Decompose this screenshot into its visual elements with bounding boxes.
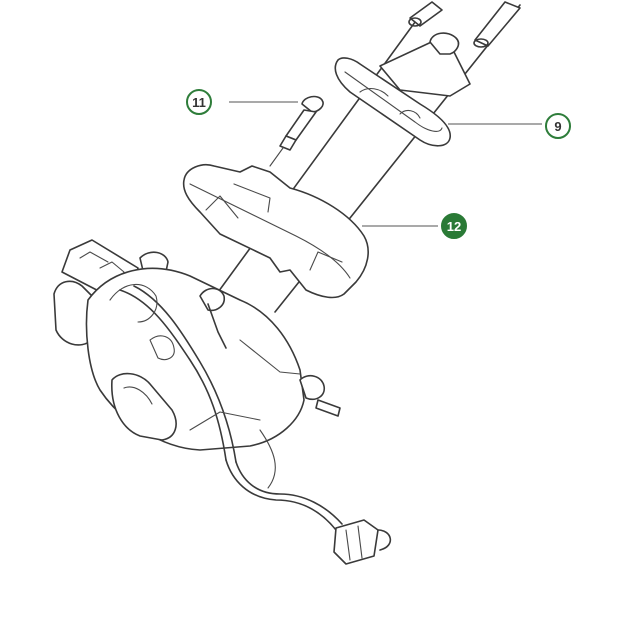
callout-9[interactable]: 9: [545, 113, 571, 139]
top-rod-left: [408, 1, 443, 27]
part-11-bolt: [269, 95, 324, 167]
callout-9-label: 9: [554, 118, 562, 134]
part-12-shroud: [182, 164, 369, 299]
callout-11-label: 11: [192, 94, 206, 110]
ignition-switch-body: [53, 239, 341, 463]
callout-12-label: 12: [446, 218, 462, 234]
wire-harness: [225, 429, 343, 531]
callout-11[interactable]: 11: [186, 89, 212, 115]
callout-12-selected[interactable]: 12: [441, 213, 467, 239]
part-9-flange: [334, 32, 471, 147]
wire-connector: [333, 519, 392, 565]
top-rod-right: [473, 1, 521, 48]
